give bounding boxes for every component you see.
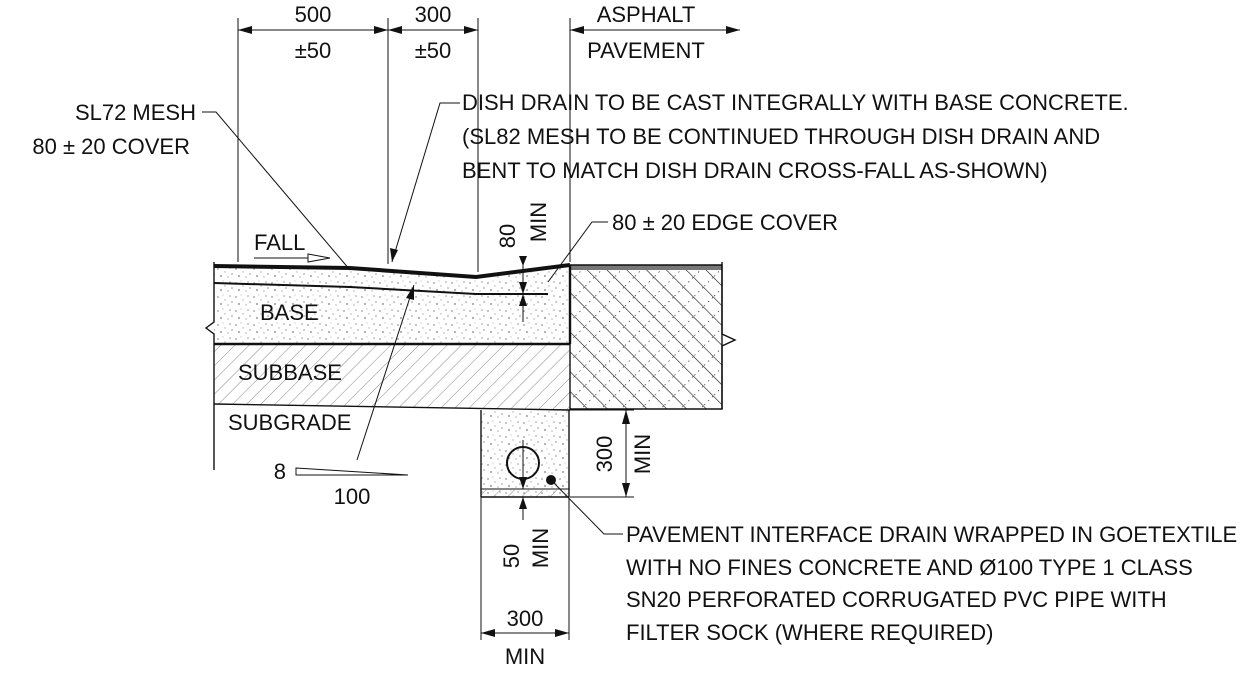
slope-run: 100	[334, 484, 371, 509]
dim-80-min: MIN	[526, 202, 551, 242]
drain-note-3: SN20 PERFORATED CORRUGATED PVC PIPE WITH	[626, 587, 1167, 612]
dim-500-tol: ±50	[295, 38, 332, 63]
asphalt-seal	[570, 265, 722, 270]
annotations: 500 ±50 300 ±50 ASPHALT PAVEMENT SL72 ME…	[32, 2, 1237, 669]
dim-300-vertical: 300	[592, 436, 617, 473]
dimension-lines	[237, 18, 740, 640]
drain-trench	[480, 410, 570, 498]
subgrade-label: SUBGRADE	[228, 410, 351, 435]
base-label: BASE	[260, 300, 319, 325]
asphalt-label-2: PAVEMENT	[587, 38, 705, 63]
drain-note-1: PAVEMENT INTERFACE DRAIN WRAPPED IN GOET…	[626, 522, 1237, 547]
dim-80: 80	[495, 224, 520, 248]
dish-note-2: (SL82 MESH TO BE CONTINUED THROUGH DISH …	[462, 124, 1100, 149]
slope-symbol	[295, 467, 409, 476]
drain-note-4: FILTER SOCK (WHERE REQUIRED)	[626, 620, 994, 645]
fall-label: FALL	[254, 230, 305, 255]
mesh-label-2: 80 ± 20 COVER	[32, 134, 190, 159]
dim-300-vertical-min: MIN	[630, 434, 655, 474]
dim-50-min: MIN	[528, 528, 553, 568]
edge-cover-label: 80 ± 20 EDGE COVER	[612, 210, 838, 235]
dim-500: 500	[295, 2, 332, 27]
mesh-label-1: SL72 MESH	[75, 100, 196, 125]
dim-300: 300	[415, 2, 452, 27]
subbase-label: SUBBASE	[238, 360, 342, 385]
fall-arrow	[254, 253, 331, 263]
dish-note-1: DISH DRAIN TO BE CAST INTEGRALLY WITH BA…	[462, 90, 1129, 115]
asphalt-label-1: ASPHALT	[597, 2, 696, 27]
dish-note-3: BENT TO MATCH DISH DRAIN CROSS-FALL AS-S…	[462, 158, 1048, 183]
asphalt-pavement-block	[570, 264, 723, 410]
dim-300-horizontal: 300	[507, 606, 544, 631]
dim-300-tol: ±50	[415, 38, 452, 63]
subbase-layer	[214, 344, 570, 410]
slope-rise: 8	[274, 459, 286, 484]
drain-note-2: WITH NO FINES CONCRETE AND Ø100 TYPE 1 C…	[626, 555, 1193, 580]
dim-300-horizontal-min: MIN	[505, 644, 545, 669]
dim-50: 50	[499, 544, 524, 568]
leader-lines	[202, 102, 623, 535]
